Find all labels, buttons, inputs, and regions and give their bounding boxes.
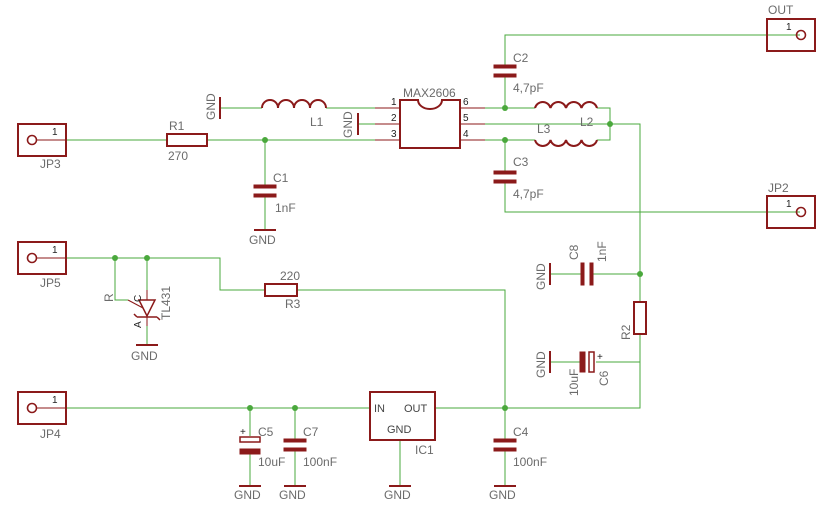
ground-l1-label: GND bbox=[204, 93, 218, 120]
wires bbox=[66, 34, 800, 486]
ground-c1-label: GND bbox=[249, 233, 276, 247]
c6-name: C6 bbox=[597, 370, 611, 386]
out-pin: 1 bbox=[786, 22, 792, 33]
c8-name: C8 bbox=[567, 244, 581, 260]
c4-name: C4 bbox=[513, 425, 529, 439]
shunt-regulator-tl431[interactable]: R C A TL431 bbox=[102, 286, 173, 328]
l2-name: L2 bbox=[580, 115, 594, 129]
max2606-pin-6: 6 bbox=[463, 97, 469, 108]
connector-out[interactable]: 1 OUT bbox=[766, 3, 816, 52]
r2-name: R2 bbox=[619, 324, 633, 340]
c1-value: 1nF bbox=[275, 201, 296, 215]
inductor-l3[interactable]: L3 bbox=[534, 122, 598, 147]
connector-jp4[interactable]: 1 JP4 bbox=[17, 391, 67, 441]
max2606-name: MAX2606 bbox=[403, 86, 456, 100]
r1-value: 270 bbox=[168, 149, 188, 163]
l1-name: L1 bbox=[310, 115, 324, 129]
capacitor-c8[interactable]: C8 1nF bbox=[567, 241, 609, 286]
junctions bbox=[112, 105, 643, 411]
jp2-label: JP2 bbox=[768, 181, 789, 195]
resistor-r3[interactable]: 220 R3 bbox=[264, 269, 301, 311]
c2-name: C2 bbox=[513, 51, 529, 65]
connector-jp2[interactable]: 1 JP2 bbox=[766, 181, 816, 229]
ground-max-label: GND bbox=[341, 111, 355, 138]
ground-tl431-label: GND bbox=[131, 349, 158, 363]
ic1-out-label: OUT bbox=[404, 403, 428, 415]
max2606-pin-2: 2 bbox=[391, 113, 397, 124]
jp5-pin: 1 bbox=[52, 245, 58, 256]
capacitor-c7[interactable]: C7 100nF bbox=[283, 425, 337, 469]
resistor-r1[interactable]: R1 270 bbox=[166, 119, 208, 163]
ground-c1: GND bbox=[249, 229, 276, 247]
c5-value: 10uF bbox=[258, 455, 285, 469]
ic1-name: IC1 bbox=[415, 443, 434, 457]
capacitor-c5[interactable]: + C5 10uF bbox=[239, 425, 285, 469]
capacitor-c6[interactable]: + 10uF C6 bbox=[567, 351, 611, 396]
ground-tl431: GND bbox=[131, 344, 158, 363]
ground-c7: GND bbox=[279, 485, 306, 502]
ground-c5: GND bbox=[234, 485, 261, 502]
inductor-l2[interactable]: L2 bbox=[534, 101, 598, 129]
capacitor-c2[interactable]: C2 4,7pF bbox=[493, 51, 544, 95]
c7-value: 100nF bbox=[303, 455, 337, 469]
ic1-in-label: IN bbox=[374, 403, 385, 415]
jp3-pin: 1 bbox=[52, 127, 58, 138]
jp5-label: JP5 bbox=[40, 276, 61, 290]
tl431-name: TL431 bbox=[159, 286, 173, 320]
jp2-pin: 1 bbox=[786, 199, 792, 210]
ground-max2606-pin2: GND bbox=[341, 111, 359, 138]
r3-value: 220 bbox=[280, 269, 300, 283]
ground-c8-label: GND bbox=[534, 263, 548, 290]
c3-value: 4,7pF bbox=[513, 187, 544, 201]
c5-plus: + bbox=[240, 427, 246, 438]
ground-ic1: GND bbox=[384, 485, 411, 502]
max2606-pin-3: 3 bbox=[391, 129, 397, 140]
tl431-c-label: C bbox=[133, 295, 144, 302]
c8-value: 1nF bbox=[595, 241, 609, 262]
c6-plus: + bbox=[597, 352, 603, 363]
r1-name: R1 bbox=[169, 119, 185, 133]
c2-value: 4,7pF bbox=[513, 81, 544, 95]
capacitor-c1[interactable]: C1 1nF bbox=[253, 171, 296, 215]
c4-value: 100nF bbox=[513, 455, 547, 469]
max2606-pin-5: 5 bbox=[463, 113, 469, 124]
c5-name: C5 bbox=[258, 425, 274, 439]
tl431-r-label: R bbox=[102, 293, 116, 302]
connector-jp3[interactable]: 1 JP3 bbox=[17, 123, 67, 171]
ground-c8: GND bbox=[534, 263, 551, 290]
ic1-gnd-label: GND bbox=[387, 424, 412, 436]
inductor-l1[interactable]: L1 bbox=[261, 99, 327, 129]
jp3-label: JP3 bbox=[40, 157, 61, 171]
ground-c5-label: GND bbox=[234, 488, 261, 502]
ground-c4: GND bbox=[489, 485, 516, 502]
ground-c4-label: GND bbox=[489, 488, 516, 502]
c1-name: C1 bbox=[273, 171, 289, 185]
ic-max2606[interactable]: MAX2606 1 2 3 4 5 6 bbox=[375, 86, 485, 149]
ground-c6-label: GND bbox=[534, 351, 548, 378]
capacitor-c4[interactable]: C4 100nF bbox=[493, 425, 547, 469]
jp4-pin: 1 bbox=[52, 395, 58, 406]
ic-ic1-regulator[interactable]: IN OUT GND IC1 bbox=[369, 391, 436, 457]
max2606-pin-4: 4 bbox=[463, 129, 469, 140]
out-label: OUT bbox=[768, 3, 794, 17]
c3-name: C3 bbox=[513, 155, 529, 169]
capacitor-c3[interactable]: C3 4,7pF bbox=[493, 155, 544, 201]
c7-name: C7 bbox=[303, 425, 319, 439]
ground-ic1-label: GND bbox=[384, 488, 411, 502]
resistor-r2[interactable]: R2 bbox=[619, 301, 647, 340]
ground-c7-label: GND bbox=[279, 488, 306, 502]
max2606-pin-1: 1 bbox=[391, 97, 397, 108]
jp4-label: JP4 bbox=[40, 427, 61, 441]
connector-jp5[interactable]: 1 JP5 bbox=[17, 241, 67, 290]
l3-name: L3 bbox=[537, 122, 551, 136]
tl431-a-label: A bbox=[133, 321, 144, 328]
ground-c6: GND bbox=[534, 351, 551, 378]
ground-l1: GND bbox=[204, 93, 221, 120]
c6-value: 10uF bbox=[567, 369, 581, 396]
r3-name: R3 bbox=[285, 297, 301, 311]
